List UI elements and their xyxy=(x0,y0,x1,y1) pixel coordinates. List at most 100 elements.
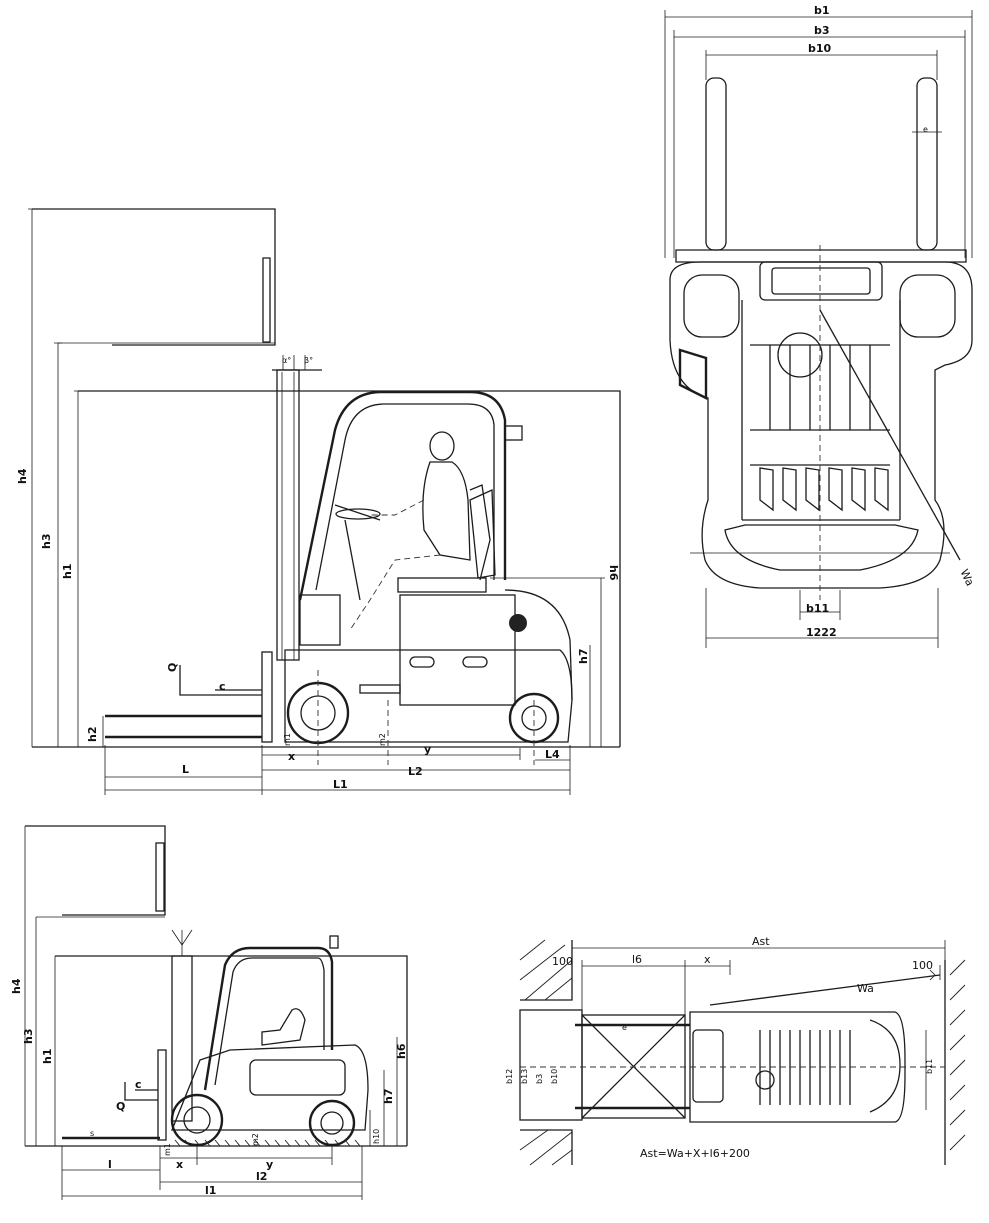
warning-light xyxy=(509,614,527,632)
seat-base xyxy=(397,577,487,593)
b3-dim-line xyxy=(673,30,966,258)
dim-h3: h3 xyxy=(40,534,53,550)
dim-h1: h1 xyxy=(61,564,74,580)
fork-carriage-top xyxy=(675,249,967,263)
right-fender xyxy=(899,274,956,338)
truck-body-2 xyxy=(171,1044,369,1131)
h3-dim-line xyxy=(54,342,62,747)
dim-b13: b13 xyxy=(520,1069,529,1084)
counterweight xyxy=(724,524,919,571)
side-view-drawing: h4 h3 h1 h6 h7 h2 Q c L L2 L1 y L4 x m1 … xyxy=(16,208,621,795)
tilt-beta: β° xyxy=(304,356,313,365)
clearance-left: 100 xyxy=(552,955,573,968)
dim2-l1: l1 xyxy=(205,1184,216,1197)
dim-h2: h2 xyxy=(86,727,99,743)
dim2-l: l xyxy=(108,1158,112,1171)
dim2-m1: m1 xyxy=(163,1143,172,1156)
front-wheel-2 xyxy=(170,1093,224,1147)
dim-wa: Wa xyxy=(958,567,977,588)
seat-2 xyxy=(261,1008,306,1046)
dim-b3: b3 xyxy=(814,24,830,37)
dim2-y: y xyxy=(266,1158,273,1171)
dim-b1: b1 xyxy=(814,4,830,17)
steering-wheel xyxy=(335,508,381,520)
seat-back xyxy=(469,489,496,579)
dim-y: y xyxy=(424,743,431,756)
dim-m2: m2 xyxy=(378,733,387,746)
rear-wheel-2 xyxy=(308,1099,356,1147)
dim2-h10: h10 xyxy=(372,1129,381,1144)
dim-L2: L2 xyxy=(408,765,423,778)
dim2-h7: h7 xyxy=(382,1089,395,1105)
dim2-x: x xyxy=(176,1158,183,1171)
h1-dim-line xyxy=(74,390,82,747)
raised-fork-back xyxy=(262,257,271,343)
ast-dim-line xyxy=(571,940,946,960)
dim2-Q: Q xyxy=(116,1100,125,1113)
load-outline xyxy=(78,390,621,747)
dim-b12: b12 xyxy=(505,1069,514,1084)
truck-body xyxy=(284,649,573,743)
battery-cells xyxy=(759,467,889,512)
dim-aisle-wa: Wa xyxy=(857,982,874,995)
left-fender xyxy=(683,274,740,338)
overhead-guard-2 xyxy=(203,946,334,1091)
lower-side-view-drawing: h4 h3 h1 h6 h7 h10 Q c l x y l2 l1 m1 m2… xyxy=(10,825,408,1200)
h4-dim-line xyxy=(28,208,36,747)
aisle-drawing: Ast l6 x Wa 100 100 b12 b13 b3 b10 b11 e… xyxy=(505,935,966,1166)
tilt-alpha: α° xyxy=(282,356,291,365)
dim2-c: c xyxy=(135,1078,142,1091)
ast-formula: Ast=Wa+X+l6+200 xyxy=(640,1147,750,1160)
dim-h7: h7 xyxy=(577,649,590,665)
dim2-s: s xyxy=(90,1129,94,1138)
wa-line xyxy=(709,974,941,1006)
dim2-h6: h6 xyxy=(395,1043,408,1059)
dim2-h4: h4 xyxy=(10,978,23,994)
dim-m1: m1 xyxy=(283,733,292,746)
dim-aisle-b3: b3 xyxy=(535,1074,544,1084)
dim-L4: L4 xyxy=(545,748,560,761)
right-fork xyxy=(916,77,938,251)
steering-wheel-top xyxy=(777,332,823,378)
dim2-l2: l2 xyxy=(256,1170,267,1183)
top-view-drawing: b1 b3 b10 e b11 1222 Wa xyxy=(664,4,977,648)
dim-l6: l6 xyxy=(632,953,642,966)
dim-L: L xyxy=(182,763,189,776)
mast xyxy=(276,369,300,661)
dim-aisle-b11: b11 xyxy=(925,1059,934,1074)
fork-carriage xyxy=(261,651,273,743)
dim-ast: Ast xyxy=(752,935,770,948)
width-dim-line xyxy=(705,588,939,648)
dim-aisle-x: x xyxy=(704,953,711,966)
dim2-h3: h3 xyxy=(22,1029,35,1045)
dim-h4: h4 xyxy=(16,468,29,484)
clearance-right: 100 xyxy=(912,959,933,972)
b11-dim-line xyxy=(799,590,841,620)
dim-aisle-e: e xyxy=(622,1023,627,1032)
b1-dim-line xyxy=(664,10,973,258)
overhead-guard xyxy=(298,390,507,601)
dim-c: c xyxy=(219,680,226,693)
dim-h6: h6 xyxy=(607,565,620,581)
truck-top-aisle xyxy=(689,1011,906,1123)
wa-radius-line xyxy=(819,309,961,561)
b10-dim-line xyxy=(705,50,938,80)
dim-b10: b10 xyxy=(808,42,832,55)
operator-figure xyxy=(349,431,491,631)
raised-load-outline-2 xyxy=(25,825,166,916)
dim-Q: Q xyxy=(166,663,179,672)
forks xyxy=(105,714,262,739)
dim-aisle-b10: b10 xyxy=(550,1069,559,1084)
dim-width: 1222 xyxy=(806,626,837,639)
dim2-h1: h1 xyxy=(41,1049,54,1065)
dim-L1: L1 xyxy=(333,778,348,791)
dim-b11: b11 xyxy=(806,602,829,615)
truck-body-top xyxy=(669,261,973,589)
h6-dim-line xyxy=(490,577,605,747)
dim2-m2: m2 xyxy=(251,1133,260,1146)
dim-x: x xyxy=(288,750,295,763)
left-fork xyxy=(705,77,727,251)
raised-load-outline xyxy=(32,208,276,346)
dim-e: e xyxy=(923,125,928,134)
